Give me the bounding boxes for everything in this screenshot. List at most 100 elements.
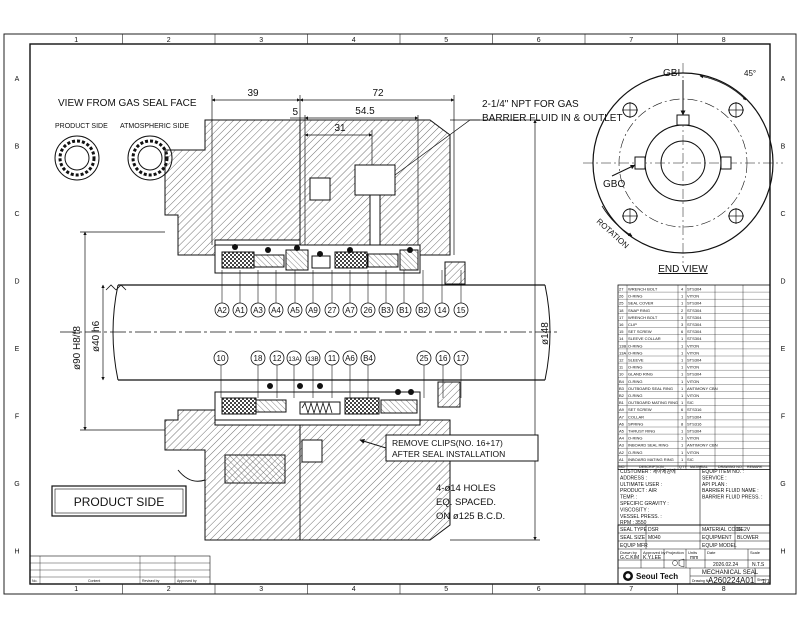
svg-text:Drawing No.: Drawing No. — [692, 579, 711, 583]
bom-no: A5 — [619, 429, 625, 434]
bom-qty: 1 — [681, 336, 684, 341]
balloon-15: 15 — [453, 270, 469, 318]
bom-desc: INBOARD MATING RING — [628, 457, 674, 462]
bom-material: STS304 — [687, 429, 702, 434]
bom-desc: GLAND RING — [628, 372, 653, 377]
balloon-14: 14 — [434, 270, 450, 318]
bom-no: 17 — [619, 315, 624, 320]
bom-qty: 1 — [681, 358, 684, 363]
bom-qty: 1 — [681, 386, 684, 391]
info-right-line: API PLAN : — [702, 482, 727, 488]
balloon-11: 11 — [324, 350, 340, 398]
bom-qty: 3 — [681, 315, 684, 320]
bom-no: A9 — [619, 407, 625, 412]
col-label-bottom: 3 — [259, 586, 263, 593]
bom-material: VITON — [687, 343, 699, 348]
row-label-right: A — [781, 76, 786, 83]
svg-text:18: 18 — [254, 354, 263, 363]
svg-text:17: 17 — [457, 354, 466, 363]
info-left-line: RPM : 3550 — [620, 520, 647, 526]
dim-shaft-dia: ø90 H8/f8 — [72, 326, 83, 370]
svg-text:A1: A1 — [235, 306, 245, 315]
dim-72: 72 — [372, 88, 384, 99]
bom-material: VITON — [687, 436, 699, 441]
sheet-number: 1/1 — [762, 579, 770, 585]
bom-no: 12 — [619, 358, 624, 363]
balloon-16: 16 — [435, 350, 451, 398]
rev-col-approved: Approved by — [177, 579, 197, 583]
bom-qty: 1 — [681, 400, 684, 405]
svg-text:B2: B2 — [418, 306, 428, 315]
seal-size-label: SEAL SIZE — [620, 535, 646, 541]
svg-text:REMOVE CLIPS(NO. 16+17): REMOVE CLIPS(NO. 16+17) — [392, 438, 503, 448]
col-label-bottom: 4 — [352, 586, 356, 593]
projection-symbol-icon — [672, 558, 685, 568]
bom-material: SIC — [687, 400, 694, 405]
svg-text:13A: 13A — [288, 356, 300, 363]
bom-material: VITON — [687, 393, 699, 398]
col-label-top: 6 — [537, 37, 541, 44]
balloon-B2: B2 — [415, 270, 431, 318]
drawing-title: MECHANICAL SEAL — [702, 570, 759, 576]
seal-type-label: SEAL TYPE — [620, 527, 648, 533]
bom-desc: SET SCREW — [628, 407, 652, 412]
bom-qty: 4 — [681, 287, 684, 292]
svg-text:15: 15 — [457, 306, 466, 315]
svg-text:mm: mm — [690, 555, 698, 561]
bom-qty: 6 — [681, 329, 684, 334]
bom-material: VITON — [687, 350, 699, 355]
bom-material: VITON — [687, 450, 699, 455]
balloon-13A: 13A — [286, 350, 302, 398]
product-side-box: PRODUCT SIDE — [51, 485, 187, 517]
balloon-A3: A3 — [250, 270, 266, 318]
info-left-line: CUSTOMER : 세아제강에 — [620, 468, 676, 475]
bom-desc: O-RING — [628, 343, 642, 348]
row-label-right: E — [781, 346, 786, 353]
row-label-left: D — [14, 278, 19, 285]
bom-qty: 3 — [681, 322, 684, 327]
npt-note-line1: 2-1/4" NPT FOR GAS — [482, 99, 579, 110]
drawn-by-name: G.C.KIM — [620, 555, 639, 561]
revision-block: No. Content Revised by Approved by — [29, 555, 211, 585]
svg-text:MATERIAL: MATERIAL — [690, 465, 708, 469]
info-right-line: EQUIP ITEM NO. : — [702, 469, 744, 475]
bom-qty: 6 — [681, 407, 684, 412]
col-label-top: 4 — [352, 37, 356, 44]
info-right-line: SERVICE : — [702, 475, 727, 481]
svg-text:DRAWING NO.: DRAWING NO. — [718, 465, 743, 469]
bom-material: ANTIMONY CBN — [687, 443, 718, 448]
balloon-B4: B4 — [360, 350, 376, 398]
bom-no: 16 — [619, 322, 624, 327]
bom-material: STS304 — [687, 287, 702, 292]
dimension-lines — [80, 95, 540, 541]
rev-col-revised: Revised by — [142, 579, 160, 583]
bom-no: 18 — [619, 308, 624, 313]
bom-desc: OUTBOARD MATING RING — [628, 400, 678, 405]
bom-no: 27 — [619, 287, 624, 292]
bom-no: A6 — [619, 421, 625, 426]
bom-no: B2 — [619, 393, 625, 398]
bom-desc: SNAP RING — [628, 308, 650, 313]
material-code-label: MATERIAL CODE — [702, 527, 743, 533]
bom-material: VITON — [687, 294, 699, 299]
bom-no: 14 — [619, 336, 624, 341]
svg-text:27: 27 — [328, 306, 337, 315]
bom-qty: 1 — [681, 429, 684, 434]
date-value: 2026.02.24 — [713, 562, 738, 568]
rotation-label: ROTATION — [595, 217, 631, 251]
svg-text:A3: A3 — [253, 306, 263, 315]
rev-col-content: Content — [88, 579, 100, 583]
